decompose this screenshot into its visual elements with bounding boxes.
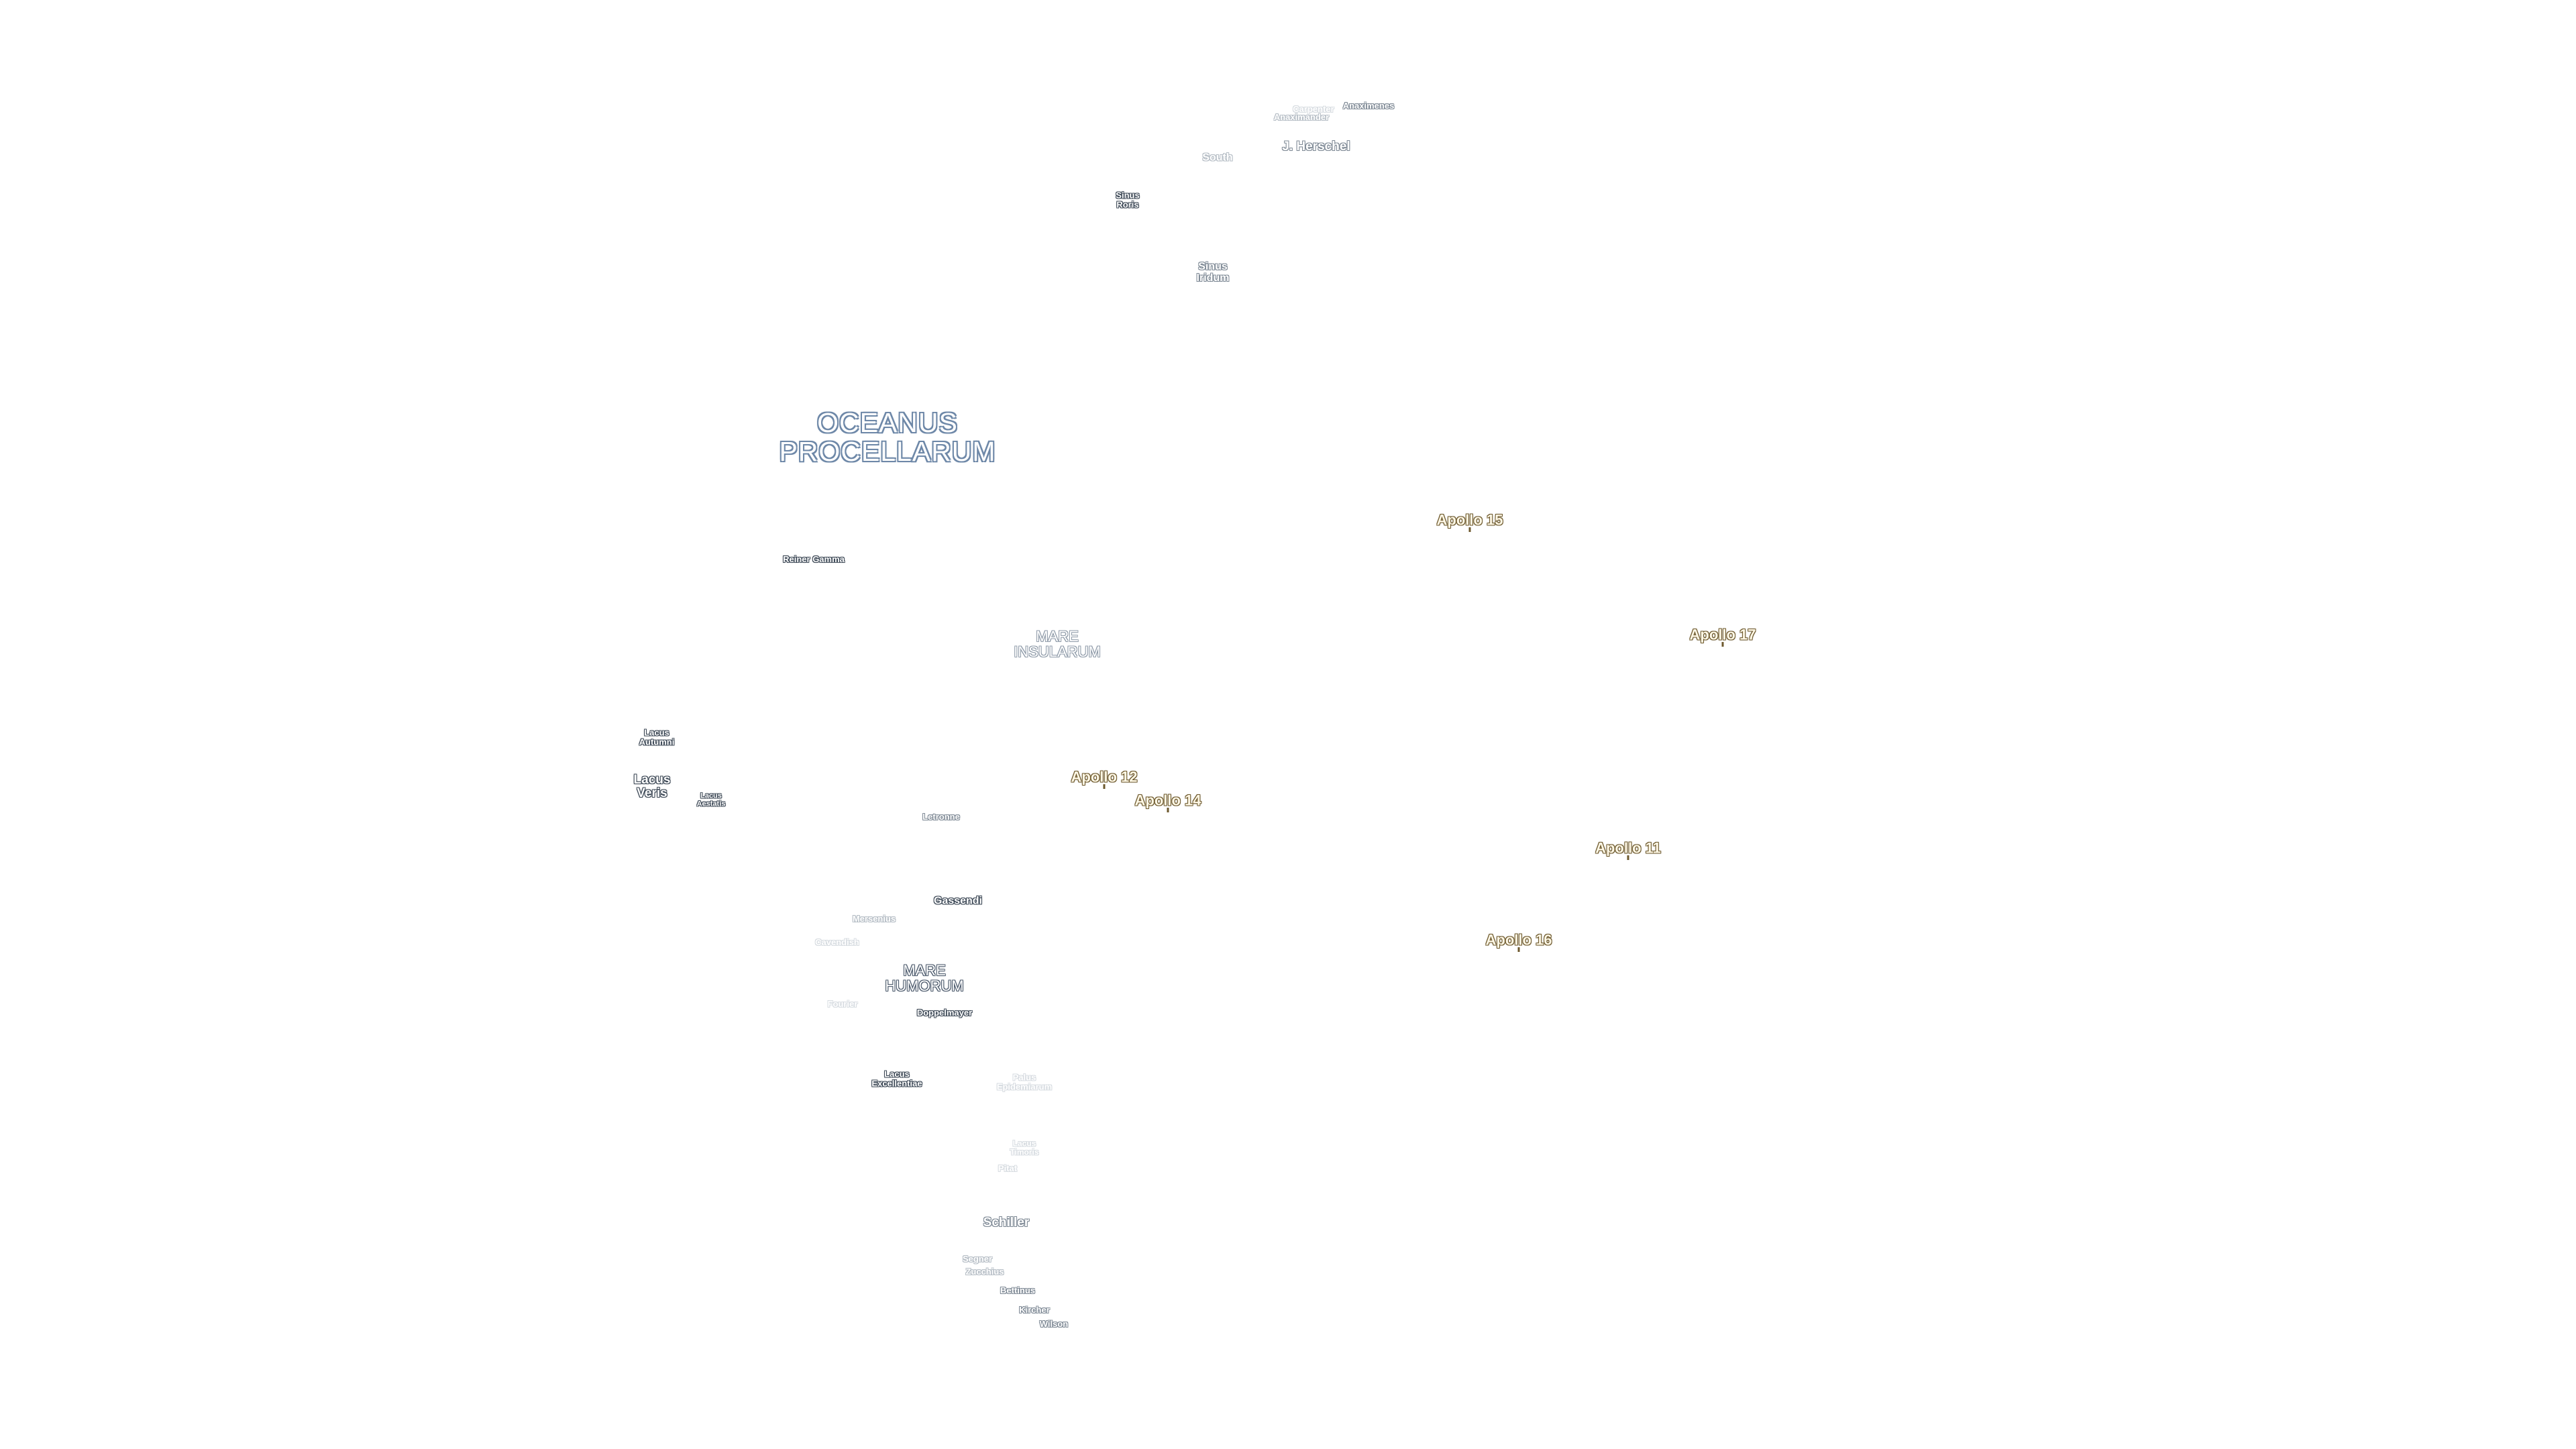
label-lacus-autumni: Lacus Autumni (639, 727, 675, 747)
label-gassendi: Gassendi (933, 895, 983, 907)
label-wilson: Wilson (1039, 1319, 1069, 1330)
label-lacus-veris: Lacus Veris (633, 773, 671, 800)
label-fourier: Fourier (827, 999, 858, 1010)
label-lacus-excellentiae: Lacus Excellentiae (871, 1069, 922, 1088)
label-j-herschel: J. Herschel (1282, 140, 1350, 154)
label-oceanus-procellarum: OCEANUS PROCELLARUM (779, 407, 996, 467)
label-kircher: Kircher (1019, 1305, 1050, 1316)
landing-marker-icon (1627, 855, 1629, 860)
label-pitat: Pitat (998, 1163, 1018, 1174)
landing-marker-icon (1103, 784, 1106, 789)
landing-site-apollo-15[interactable]: Apollo 15 (1436, 511, 1503, 529)
landing-marker-icon (1721, 642, 1724, 647)
label-bettinus: Bettinus (1000, 1285, 1035, 1296)
label-schiller: Schiller (983, 1216, 1030, 1230)
landing-marker-icon (1167, 808, 1169, 812)
landing-site-apollo-14[interactable]: Apollo 14 (1134, 792, 1201, 809)
label-letronne: Letronne (922, 812, 960, 822)
label-zucchius: Zucchius (965, 1267, 1004, 1277)
label-anaximander: Anaximander (1273, 112, 1330, 123)
label-reiner-gamma: Reiner Gamma (783, 554, 845, 565)
label-sinus-iridum: Sinus Iridum (1196, 261, 1230, 284)
label-carpenter: Carpenter (1293, 104, 1334, 115)
label-doppelmayer: Doppelmayer (916, 1008, 973, 1018)
label-cavendish: Cavendish (815, 937, 859, 948)
label-lacus-timoris: Lacus Timoris (1010, 1138, 1039, 1157)
landing-marker-icon (1517, 947, 1520, 952)
label-mare-insularum: MARE INSULARUM (1014, 627, 1101, 660)
label-sinus-roris: Sinus Roris (1116, 190, 1140, 209)
landing-site-apollo-11[interactable]: Apollo 11 (1595, 839, 1661, 857)
label-anaximenes: Anaximenes (1342, 101, 1395, 111)
landing-site-apollo-16[interactable]: Apollo 16 (1485, 931, 1552, 949)
label-south: South (1202, 152, 1233, 164)
label-lacus-aestatis: Lacus Aestatis (696, 792, 726, 808)
landing-site-apollo-17[interactable]: Apollo 17 (1689, 626, 1756, 643)
landing-marker-icon (1468, 527, 1471, 532)
label-mare-humorum: MARE HUMORUM (885, 961, 964, 994)
label-mersenius: Mersenius (852, 914, 896, 924)
label-palus-epidemiarum: Palus Epidemiarum (996, 1072, 1053, 1091)
label-segner: Segner (962, 1254, 993, 1265)
landing-site-apollo-12[interactable]: Apollo 12 (1071, 768, 1138, 786)
